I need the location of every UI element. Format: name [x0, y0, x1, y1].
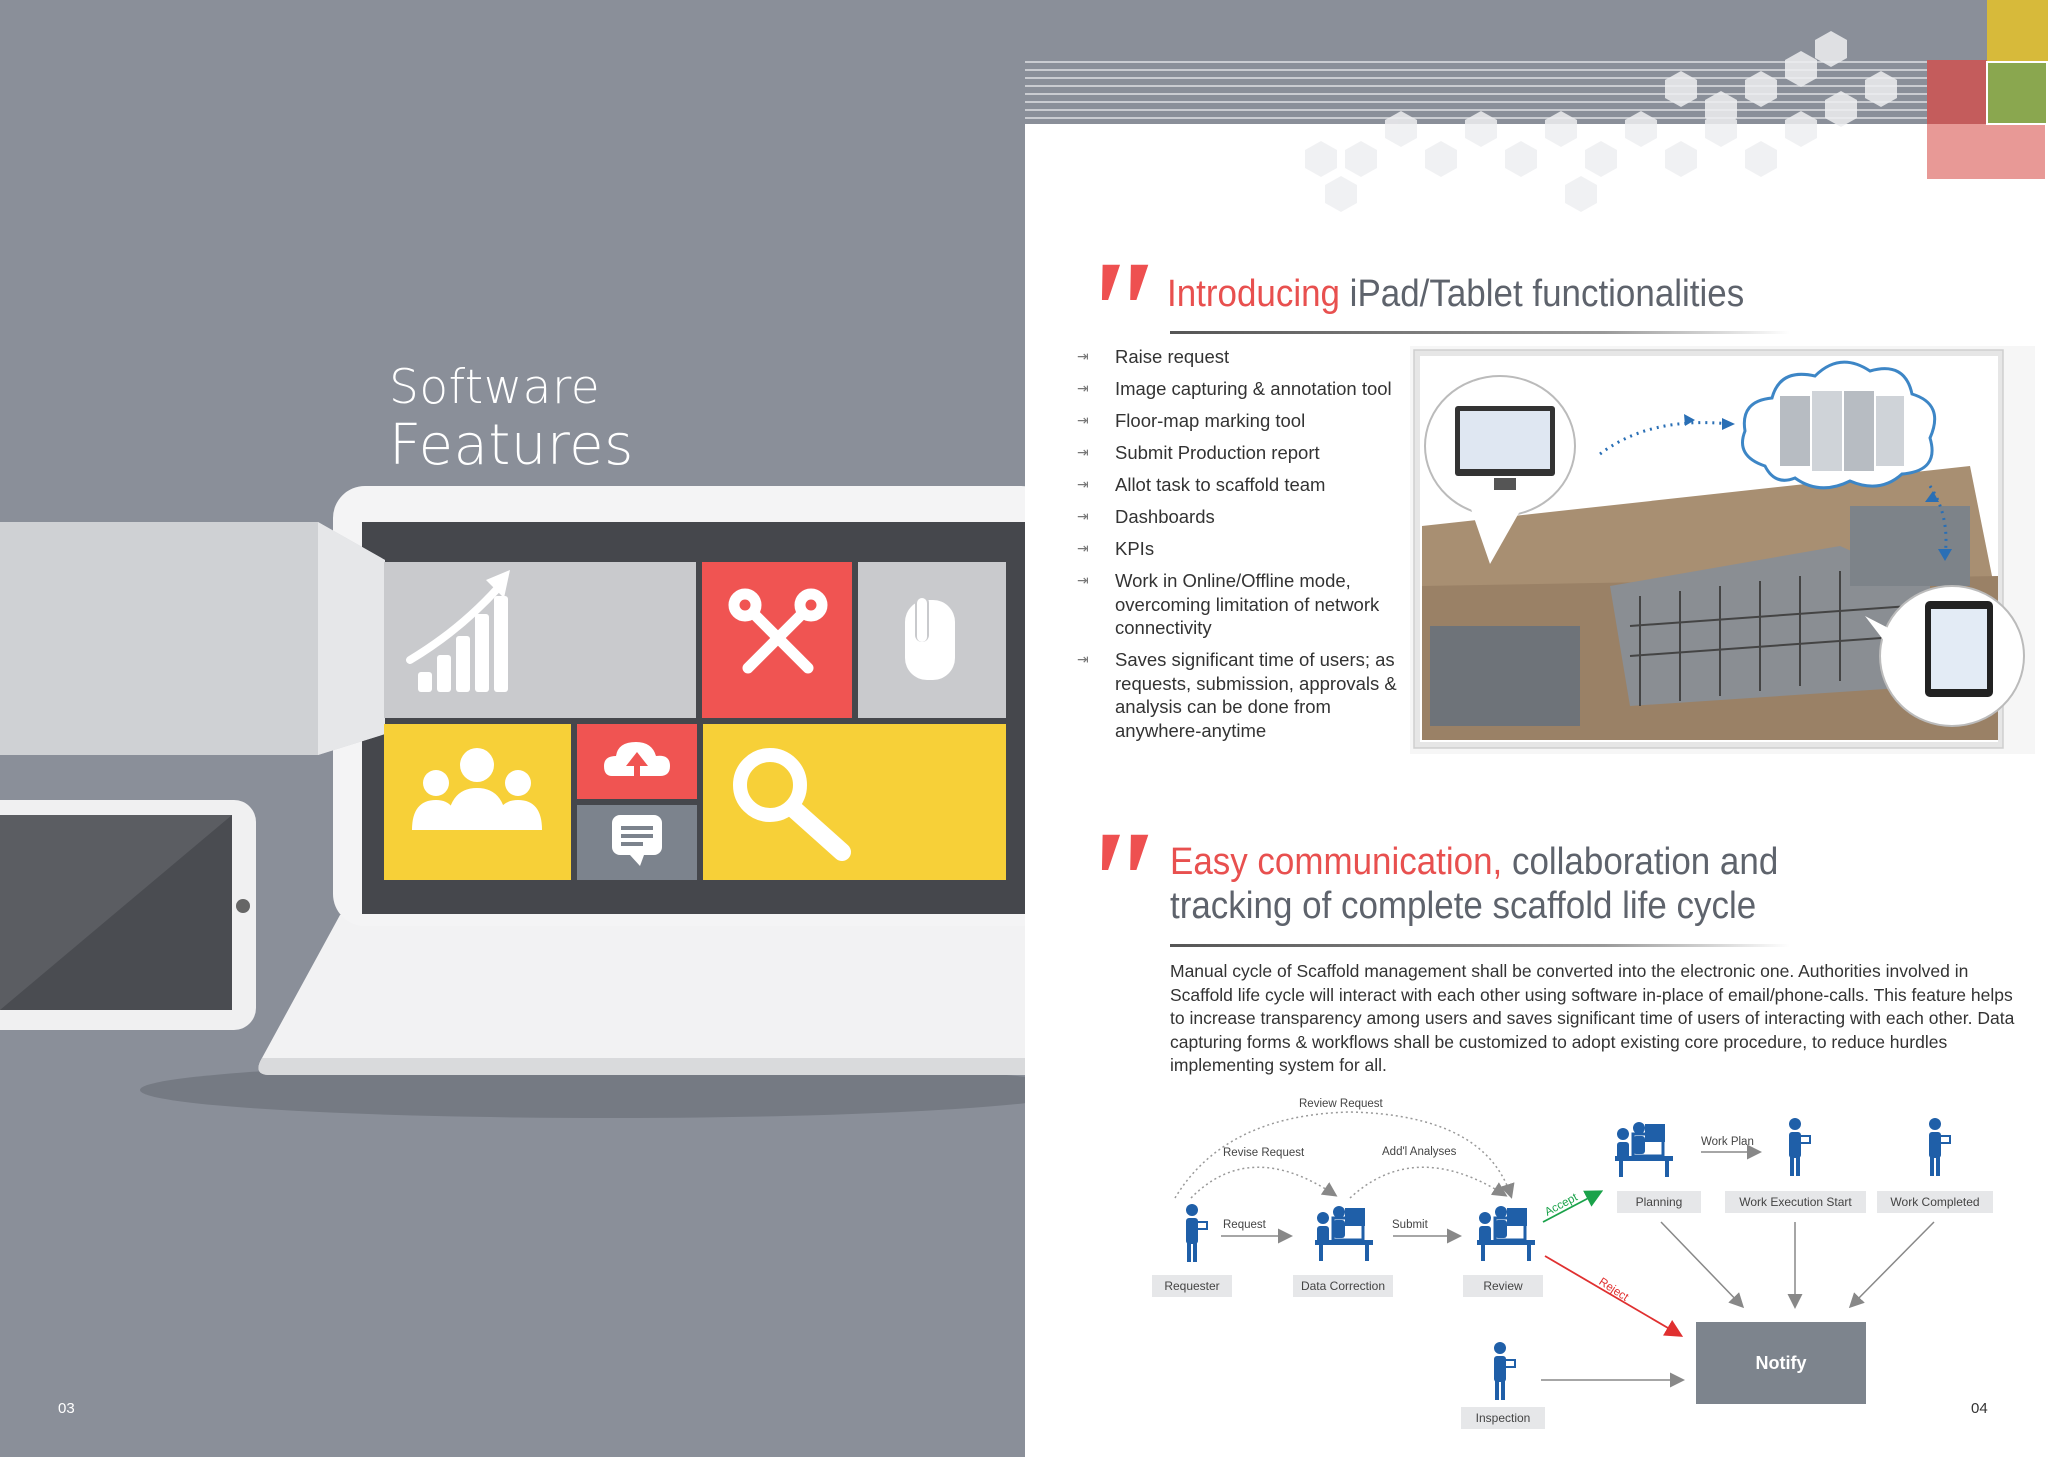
section2-paragraph: Manual cycle of Scaffold management shal…: [1170, 961, 2015, 1075]
square-red: [1927, 60, 1987, 124]
title-software: Software: [389, 360, 601, 415]
tools-icon: [728, 588, 828, 674]
feature-list: ⇥Raise request ⇥Image capturing & annota…: [1077, 345, 1397, 751]
chat-icon: [612, 815, 662, 866]
arrow-bullet-icon: ⇥: [1077, 572, 1089, 588]
section1-heading-grey: iPad/Tablet functionalities: [1339, 273, 1745, 315]
node-review: Review: [1463, 1275, 1543, 1297]
node-notify: Notify: [1696, 1322, 1866, 1404]
header-decoration: [1025, 0, 2048, 212]
arrow-bullet-icon: ⇥: [1077, 348, 1089, 364]
hexagon-pattern: [1305, 31, 1897, 212]
square-yellow: [1987, 0, 2048, 62]
arrow-bullet-icon: ⇥: [1077, 651, 1089, 667]
feature-item: ⇥Raise request: [1077, 346, 1230, 367]
edge-submit: Submit: [1392, 1219, 1428, 1231]
devices-illustration: [0, 486, 1025, 1118]
data-correction-team-icon: [1315, 1206, 1373, 1261]
section1-heading: Introducing iPad/Tablet functionalities: [1167, 272, 1744, 316]
edge-work-plan: Work Plan: [1701, 1136, 1754, 1148]
requester-person-icon: [1186, 1204, 1208, 1262]
arrow-bullet-icon: ⇥: [1077, 540, 1089, 556]
title-features: Features: [389, 413, 634, 478]
arrow-bullet-icon: ⇥: [1077, 476, 1089, 492]
arrow-bullet-icon: ⇥: [1077, 380, 1089, 396]
edge-revise-request: Revise Request: [1223, 1147, 1305, 1159]
edge-review-request: Review Request: [1299, 1098, 1383, 1110]
page-number-left: 03: [58, 1400, 75, 1417]
people-icon: [412, 748, 542, 830]
section2-heading-red: Easy communication,: [1170, 841, 1503, 883]
section2-heading-line2: tracking of complete scaffold life cycle: [1170, 885, 1757, 927]
edge-request: Request: [1223, 1219, 1266, 1231]
arm-sleeve: [0, 522, 385, 755]
section2-heading: Easy communication, collaboration and: [1170, 840, 1778, 884]
work-execution-start-person-icon: [1789, 1118, 1811, 1176]
edge-addl-analyses: Add'l Analyses: [1382, 1146, 1457, 1158]
work-completed-person-icon: [1929, 1118, 1951, 1176]
feature-item: ⇥Floor-map marking tool: [1077, 410, 1306, 431]
feature-item: ⇥Dashboards: [1077, 506, 1215, 527]
node-planning: Planning: [1617, 1191, 1701, 1213]
feature-item: ⇥Work in Online/Offline mode, overcoming…: [1077, 570, 1380, 638]
feature-item: ⇥Image capturing & annotation tool: [1077, 378, 1392, 399]
feature-item: ⇥Allot task to scaffold team: [1077, 474, 1326, 495]
laptop-base: [258, 915, 1025, 1075]
section1-heading-red: Introducing: [1167, 273, 1340, 315]
left-page: Software Features: [0, 0, 1025, 1457]
search-icon: [733, 748, 851, 861]
feature-item: ⇥Saves significant time of users; as req…: [1077, 649, 1397, 741]
arrow-bullet-icon: ⇥: [1077, 508, 1089, 524]
planning-team-icon: [1615, 1122, 1673, 1177]
node-data-correction: Data Correction: [1293, 1275, 1393, 1297]
laptop-shadow: [140, 1062, 1025, 1118]
inspection-person-icon: [1494, 1342, 1516, 1400]
node-inspection: Inspection: [1461, 1407, 1545, 1429]
review-team-icon: [1477, 1206, 1535, 1261]
square-pink: [1927, 124, 2045, 179]
tile-chart: [384, 562, 696, 718]
growth-chart-icon: [406, 570, 510, 692]
feature-item: ⇥Submit Production report: [1077, 442, 1320, 463]
section1-rule: [1170, 331, 1790, 334]
quote-mark-1: ": [1075, 230, 1159, 396]
section2-rule: [1170, 944, 1790, 947]
quote-mark-2: ": [1075, 800, 1159, 966]
touch-icon: [905, 596, 955, 680]
arrow-bullet-icon: ⇥: [1077, 444, 1089, 460]
arrow-bullet-icon: ⇥: [1077, 412, 1089, 428]
square-green: [1986, 61, 2048, 125]
site-image: [1410, 346, 2035, 754]
feature-item: ⇥KPIs: [1077, 538, 1155, 559]
node-work-completed: Work Completed: [1877, 1191, 1993, 1213]
tablet-button: [236, 899, 250, 913]
node-requester: Requester: [1152, 1275, 1232, 1297]
workflow-diagram: [1174, 1111, 1951, 1400]
page-number-right: 04: [1971, 1400, 1988, 1417]
section2-heading-grey: collaboration and: [1502, 841, 1779, 883]
cloud-upload-icon: [604, 742, 670, 776]
node-work-execution-start: Work Execution Start: [1725, 1191, 1866, 1213]
right-page: " Introducing iPad/Tablet functionalitie…: [1025, 0, 2048, 1457]
